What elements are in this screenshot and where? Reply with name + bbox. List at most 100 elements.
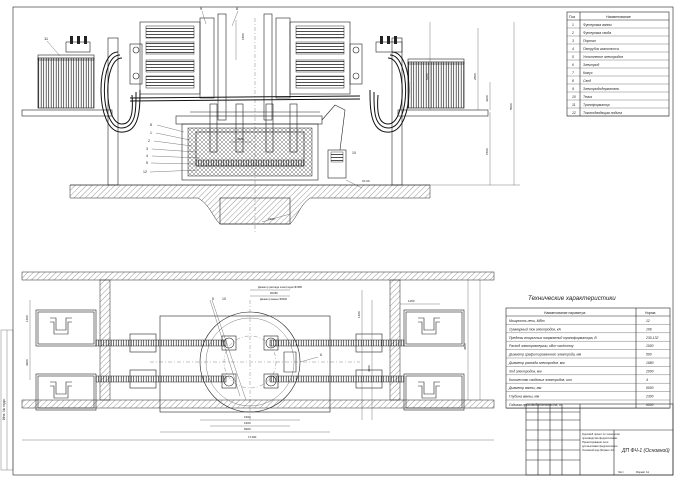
title-block: Курсовой проект по технологии производст… — [525, 403, 674, 476]
tech-row-value: 1680 — [646, 361, 654, 365]
plan-view: 5 10 6 Диаметр распада электродов Ф1680 … — [21, 271, 495, 441]
plan-dim-bottom-1: 1600 — [244, 415, 251, 419]
title-desc-1: Курсовой проект по технологии — [582, 432, 620, 436]
plan-dim-bottom-4: 17100 — [248, 435, 257, 439]
tech-row-param: Диаметр ванны, мм — [508, 386, 542, 390]
elev-dim-mid-2: 4650 — [237, 137, 244, 141]
parts-row-name: Патрубок газоотсоса — [583, 47, 619, 51]
title-desc-4: для выплавки ферросилиция — [582, 444, 618, 448]
foundation — [69, 184, 431, 225]
parts-row-pos: 7 — [572, 71, 574, 75]
parts-row-name: Свод — [583, 79, 591, 83]
title-desc-3: Проектирование печи — [582, 440, 609, 444]
plan-dim-right-2: 3900 — [367, 365, 371, 372]
left-callouts: 8 1 2 3 4 5 12 — [143, 123, 201, 174]
tech-row: Глубина ванны, мм 2300 — [506, 395, 670, 401]
callout-3: 3 — [146, 147, 148, 151]
tech-header-value: Норма — [645, 311, 656, 315]
tech-row-param: Годовая производительность, т — [509, 403, 562, 407]
tech-row-param: Расход электроэнергии, кВт·час/тонну — [509, 344, 574, 348]
tech-row-value: 106 — [646, 327, 652, 331]
parts-row: 3 Портал — [567, 39, 669, 45]
plan-transformers-right — [403, 309, 465, 411]
parts-row-pos: 8 — [572, 79, 574, 83]
parts-row-pos: 1 — [572, 23, 574, 27]
parts-row: 12 Токоподводящая подина — [567, 111, 669, 117]
plan-dim-bottom-2: 1600 — [244, 421, 251, 425]
flexible-cables — [100, 51, 410, 133]
title-desc-2: производства ферросплавов. — [582, 436, 618, 440]
elev-dim-mid-1: 1800 — [241, 33, 245, 40]
parts-row: 8 Свод — [567, 79, 669, 85]
elev-level: ±0.00 — [362, 179, 370, 183]
elev-dim-right-4: 1500 — [485, 148, 489, 155]
parts-row-pos: 12 — [572, 111, 576, 115]
callout-4: 4 — [146, 154, 148, 158]
side-stamp-text: Инв. № подл. — [2, 398, 6, 420]
tech-row: Пределы вторичных напряжений трансформат… — [506, 336, 670, 342]
left-transformer: 11 — [37, 36, 95, 109]
parts-row-pos: 10 — [572, 95, 576, 99]
title-mark: Лист — [618, 470, 624, 474]
tech-row-param: Глубина ванны, мм — [509, 395, 540, 399]
callout-10: 10 — [352, 151, 356, 155]
electrode-holders-left — [129, 13, 227, 121]
tech-row-value: 1000 — [646, 344, 654, 348]
plan-dim-left-2: 3900 — [25, 359, 29, 366]
plan-dimensions: Диаметр распада электродов Ф1680 Ф1680 Д… — [22, 280, 494, 441]
plan-dim-left-1: 1400 — [25, 315, 29, 322]
title-sheet: Формат А1 — [636, 470, 650, 474]
right-transformer — [375, 36, 465, 109]
plan-label-2: Ф1680 — [270, 291, 278, 295]
callout-2: 2 — [148, 139, 150, 143]
parts-header-pos: Поз — [569, 15, 576, 19]
parts-row-pos: 2 — [571, 31, 574, 35]
parts-row-name: Портал — [583, 39, 596, 43]
elev-dim-right-1: 8380 — [425, 73, 429, 80]
left-column — [107, 37, 119, 186]
parts-row-name: Токоподводящая подина — [583, 111, 622, 115]
title-desc-5: Основной вид (Формат А1) — [582, 448, 615, 452]
parts-table: Поз Наименование 1 Футеровка ванны 2 Футеро… — [566, 11, 670, 117]
parts-header-name: Наименование — [606, 15, 631, 19]
tech-row-param: Суммарный ток электродов, кА — [509, 327, 562, 331]
parts-row-name: Трансформатор — [583, 103, 610, 107]
plan-dim-top: 1150 — [408, 299, 415, 303]
side-stamp: Инв. № подл. — [0, 329, 14, 471]
tech-row-value: 2300 — [645, 395, 654, 399]
callout-12: 12 — [143, 170, 147, 174]
elev-dim-right-5: 5000 — [509, 103, 513, 110]
plan-dim-bottom-3: 6900 — [244, 427, 251, 431]
parts-row-pos: 6 — [572, 63, 574, 67]
parts-row-name: Кожух — [583, 71, 593, 75]
plan-bus-bars — [95, 333, 405, 389]
tech-row-value: 12 — [646, 319, 650, 323]
elev-pit-dim: 2300 — [268, 217, 275, 221]
tech-row-value: 2000 — [645, 369, 654, 373]
callout-9: 9 — [200, 6, 203, 11]
elevation-dimensions: 1800 8380 2800 4200 1500 5000 ±0.00 2300 — [235, 20, 520, 223]
elevation-view: 11 — [21, 6, 520, 232]
parts-row-pos: 4 — [572, 47, 574, 51]
plan-callout-5: 5 — [212, 297, 214, 301]
parts-row: 4 Патрубок газоотсоса — [567, 47, 669, 53]
elev-dim-right-2: 2800 — [473, 73, 477, 80]
parts-row-name: Футеровка ванны — [583, 23, 612, 27]
parts-row-pos: 3 — [572, 39, 574, 43]
parts-row: 1 Футеровка ванны — [567, 23, 669, 29]
gas-duct: 10 — [321, 104, 363, 189]
tech-row-value: 500 — [646, 353, 652, 357]
callout-8: 8 — [150, 123, 152, 127]
